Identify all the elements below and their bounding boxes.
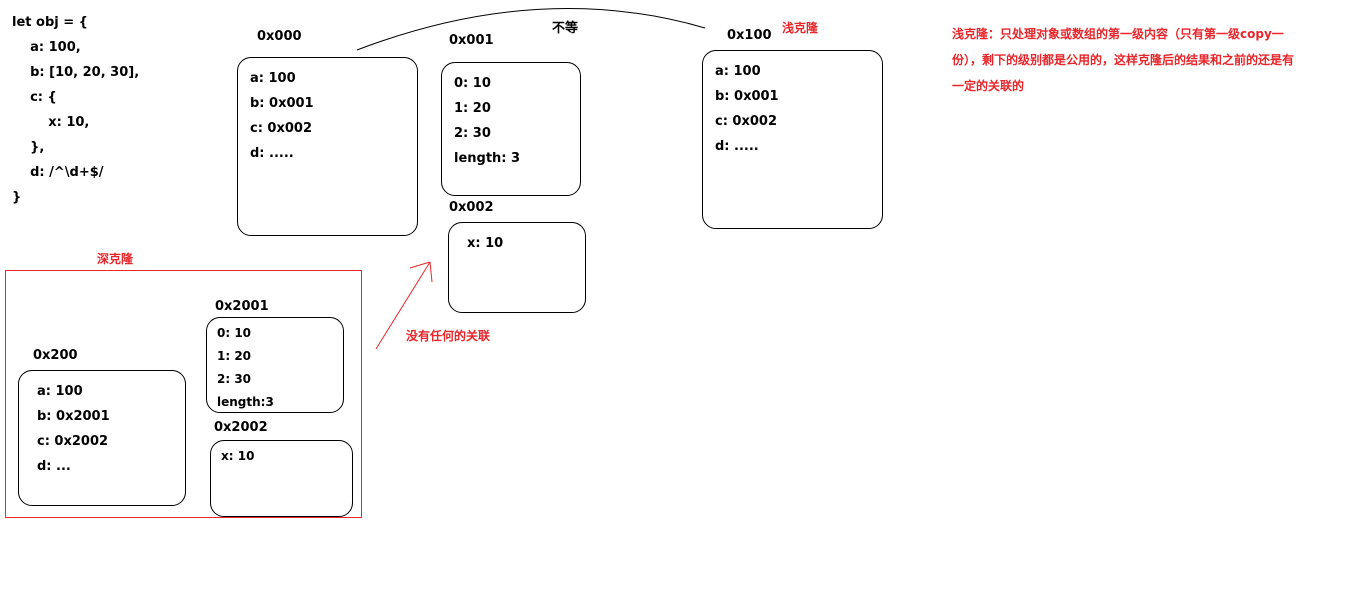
deep-array-box: 0: 10 1: 20 2: 30 length:3 — [206, 317, 344, 413]
deep-array-address: 0x2001 — [215, 299, 269, 314]
inner-prop: x: 10 — [467, 236, 504, 251]
code-block: let obj = { a: 100, b: [10, 20, 30], c: … — [12, 10, 139, 210]
code-line: a: 100, — [12, 40, 81, 55]
no-relation-arrow — [375, 261, 433, 350]
code-line: c: { — [12, 90, 57, 105]
original-array-box: 0: 10 1: 20 2: 30 length: 3 — [441, 62, 581, 196]
original-array-address: 0x001 — [449, 33, 494, 48]
deep-clone-label: 深克隆 — [97, 252, 134, 266]
shallow-obj-box: a: 100 b: 0x001 c: 0x002 d: ..... — [702, 50, 883, 229]
no-relation-label: 没有任何的关联 — [406, 329, 491, 343]
not-equal-arc — [356, 7, 706, 51]
obj-prop: b: 0x2001 — [37, 409, 110, 424]
deep-inner-box: x: 10 — [210, 440, 353, 517]
original-inner-box: x: 10 — [448, 222, 586, 313]
array-item: 1: 20 — [454, 101, 491, 116]
not-equal-label: 不等 — [552, 21, 579, 36]
obj-prop: c: 0x002 — [250, 121, 312, 136]
original-inner-address: 0x002 — [449, 200, 494, 215]
array-item: length:3 — [217, 395, 274, 409]
code-line: } — [12, 190, 22, 205]
deep-obj-address: 0x200 — [33, 348, 78, 363]
shallow-clone-note: 浅克隆：只处理对象或数组的第一级内容（只有第一级copy一份），剩下的级别都是公… — [952, 27, 1295, 93]
obj-prop: a: 100 — [715, 64, 761, 79]
obj-prop: c: 0x2002 — [37, 434, 109, 449]
code-line: let obj = { — [12, 15, 88, 30]
shallow-obj-address: 0x100 — [727, 28, 772, 43]
shallow-clone-label: 浅克隆 — [782, 21, 819, 35]
deep-clone-frame — [5, 270, 362, 518]
array-item: 0: 10 — [454, 76, 491, 91]
obj-prop: d: ... — [37, 459, 71, 474]
obj-prop: d: ..... — [250, 146, 294, 161]
array-item: 0: 10 — [217, 326, 252, 340]
code-line: x: 10, — [12, 115, 90, 130]
deep-inner-address: 0x2002 — [214, 420, 268, 435]
obj-prop: c: 0x002 — [715, 114, 777, 129]
original-obj-address: 0x000 — [257, 29, 302, 44]
deep-obj-box: a: 100 b: 0x2001 c: 0x2002 d: ... — [18, 370, 186, 506]
obj-prop: a: 100 — [37, 384, 83, 399]
code-line: }, — [12, 140, 45, 155]
obj-prop: d: ..... — [715, 139, 759, 154]
array-item: length: 3 — [454, 151, 521, 166]
code-line: d: /^\d+$/ — [12, 165, 104, 180]
code-line: b: [10, 20, 30], — [12, 65, 140, 80]
original-obj-box: a: 100 b: 0x001 c: 0x002 d: ..... — [237, 57, 418, 236]
array-item: 2: 30 — [217, 372, 252, 386]
array-item: 2: 30 — [454, 126, 491, 141]
obj-prop: b: 0x001 — [715, 89, 779, 104]
inner-prop: x: 10 — [221, 449, 255, 463]
array-item: 1: 20 — [217, 349, 252, 363]
obj-prop: a: 100 — [250, 71, 296, 86]
obj-prop: b: 0x001 — [250, 96, 314, 111]
